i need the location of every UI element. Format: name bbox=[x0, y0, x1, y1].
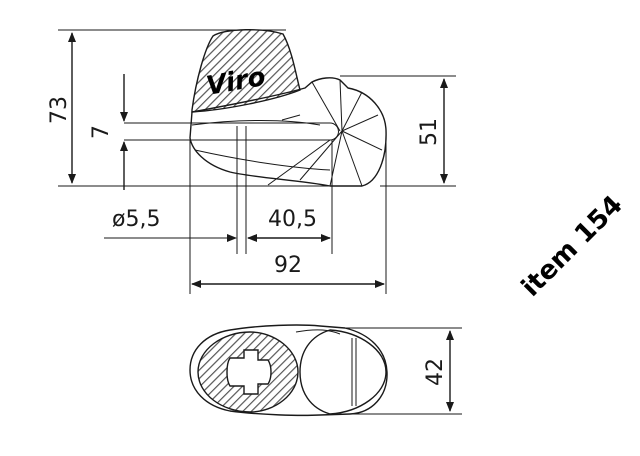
dim-shackle-diameter: ø5,5 bbox=[104, 207, 237, 242]
top-view-cover bbox=[299, 329, 387, 415]
top-view bbox=[189, 324, 388, 417]
dim-label-92: 92 bbox=[274, 253, 302, 278]
dim-label-51: 51 bbox=[417, 118, 442, 146]
top-view-hatched-ring bbox=[197, 331, 299, 413]
dim-label-diameter: ø5,5 bbox=[112, 207, 160, 232]
dim-label-42: 42 bbox=[423, 358, 448, 386]
item-label: item 154 bbox=[516, 190, 629, 303]
dim-label-7: 7 bbox=[89, 125, 114, 139]
rotating-cover bbox=[267, 79, 383, 187]
lock-body-hatched bbox=[191, 29, 301, 113]
side-view bbox=[124, 29, 387, 294]
dim-total-length: 92 bbox=[191, 253, 385, 288]
lock-body-outline bbox=[189, 77, 387, 187]
dim-label-73: 73 bbox=[47, 96, 72, 124]
shackle-slot-end bbox=[329, 122, 339, 141]
dim-body-height: 51 bbox=[340, 75, 456, 187]
top-view-seam bbox=[295, 329, 341, 335]
pin-line bbox=[281, 114, 301, 121]
dim-shackle-span: 40,5 bbox=[247, 207, 331, 242]
dim-shackle-offset: 7 bbox=[89, 74, 128, 190]
dim-total-height: 73 bbox=[47, 29, 360, 187]
body-lower-curve bbox=[194, 149, 331, 171]
dim-label-40-5: 40,5 bbox=[268, 207, 317, 232]
dim-body-width: 42 bbox=[346, 327, 462, 415]
